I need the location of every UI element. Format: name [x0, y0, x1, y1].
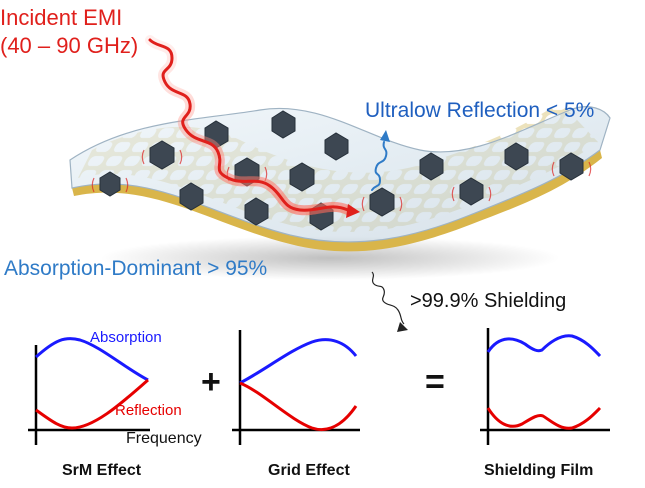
caption-srm-effect: SrM Effect [62, 462, 142, 479]
caption-grid-effect: Grid Effect [268, 462, 350, 479]
plus-sign: + [201, 363, 221, 401]
transmitted-wave [371, 271, 405, 325]
incident-wave [148, 38, 350, 212]
incident-line-1: Incident EMI [0, 5, 123, 30]
reflected-wave [371, 141, 388, 191]
reflection-label: Ultralow Reflection < 5% [365, 99, 595, 122]
incident-emi-label: Incident EMI (40 – 90 GHz) [0, 4, 138, 60]
caption-shielding-film: Shielding Film [484, 462, 594, 479]
srm-particles [99, 110, 584, 231]
transparent-film [69, 106, 611, 243]
incident-line-2: (40 – 90 GHz) [0, 33, 139, 58]
equals-sign: = [425, 363, 445, 401]
transmitted-arrowhead [397, 322, 408, 332]
plot-reflection-label: Reflection [115, 402, 182, 419]
plot-absorption-label: Absorption [90, 329, 162, 346]
plot-shielding-film [480, 328, 610, 445]
plot-frequency-label: Frequency [126, 430, 202, 447]
reflected-arrowhead [380, 130, 390, 142]
absorption-label: Absorption-Dominant > 95% [4, 257, 268, 280]
gold-edge [72, 150, 602, 252]
shielding-label: >99.9% Shielding [410, 290, 567, 312]
plot-srm-effect [28, 337, 150, 445]
film-shadow [100, 236, 560, 280]
incident-arrowhead [346, 204, 360, 218]
plot-grid-effect [232, 330, 360, 445]
